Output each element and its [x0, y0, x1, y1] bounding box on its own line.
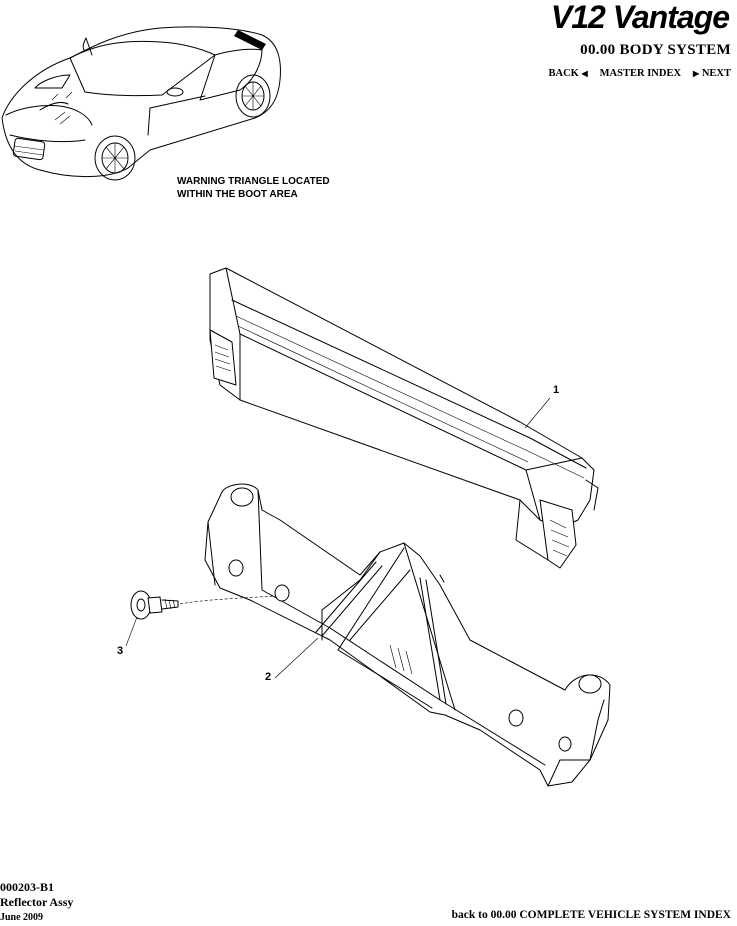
callout-2: 2	[265, 671, 272, 683]
illustration-date: June 2009	[0, 912, 44, 923]
illustration-title: Reflector Assy	[0, 895, 74, 909]
master-index-link[interactable]: MASTER INDEX	[599, 68, 682, 79]
reflector-case-drawing	[209, 267, 599, 569]
warning-note-line-2: WITHIN THE BOOT AREA	[177, 189, 298, 200]
warning-note: WARNING TRIANGLE LOCATED WITHIN THE BOOT…	[177, 175, 330, 201]
system-index-link[interactable]: back to 00.00 COMPLETE VEHICLE SYSTEM IN…	[451, 909, 731, 921]
callout-3: 3	[117, 645, 124, 657]
page-title: 00.00 BODY SYSTEM	[580, 42, 731, 58]
navigation-bar: BACK ◀ MASTER INDEX ▶ NEXT	[549, 68, 731, 79]
triangle-left-icon: ◀	[581, 69, 588, 78]
illustration-code: 000203-B1	[0, 880, 54, 894]
screw-drawing	[130, 590, 277, 620]
brand-logo: V12 Vantage	[550, 0, 730, 35]
leader-line-2	[274, 637, 319, 679]
next-link[interactable]: ▶ NEXT	[693, 68, 731, 79]
leader-line-1	[524, 397, 551, 429]
callout-1: 1	[553, 384, 560, 396]
bracket-drawing	[204, 483, 611, 787]
leader-line-3	[125, 616, 138, 647]
back-link-label: BACK	[548, 68, 579, 79]
triangle-right-icon: ▶	[693, 69, 700, 78]
next-link-label: NEXT	[701, 68, 731, 79]
warning-note-line-1: WARNING TRIANGLE LOCATED	[177, 176, 330, 187]
car-outline-drawing	[1, 26, 281, 181]
back-link[interactable]: BACK ◀	[549, 68, 588, 79]
